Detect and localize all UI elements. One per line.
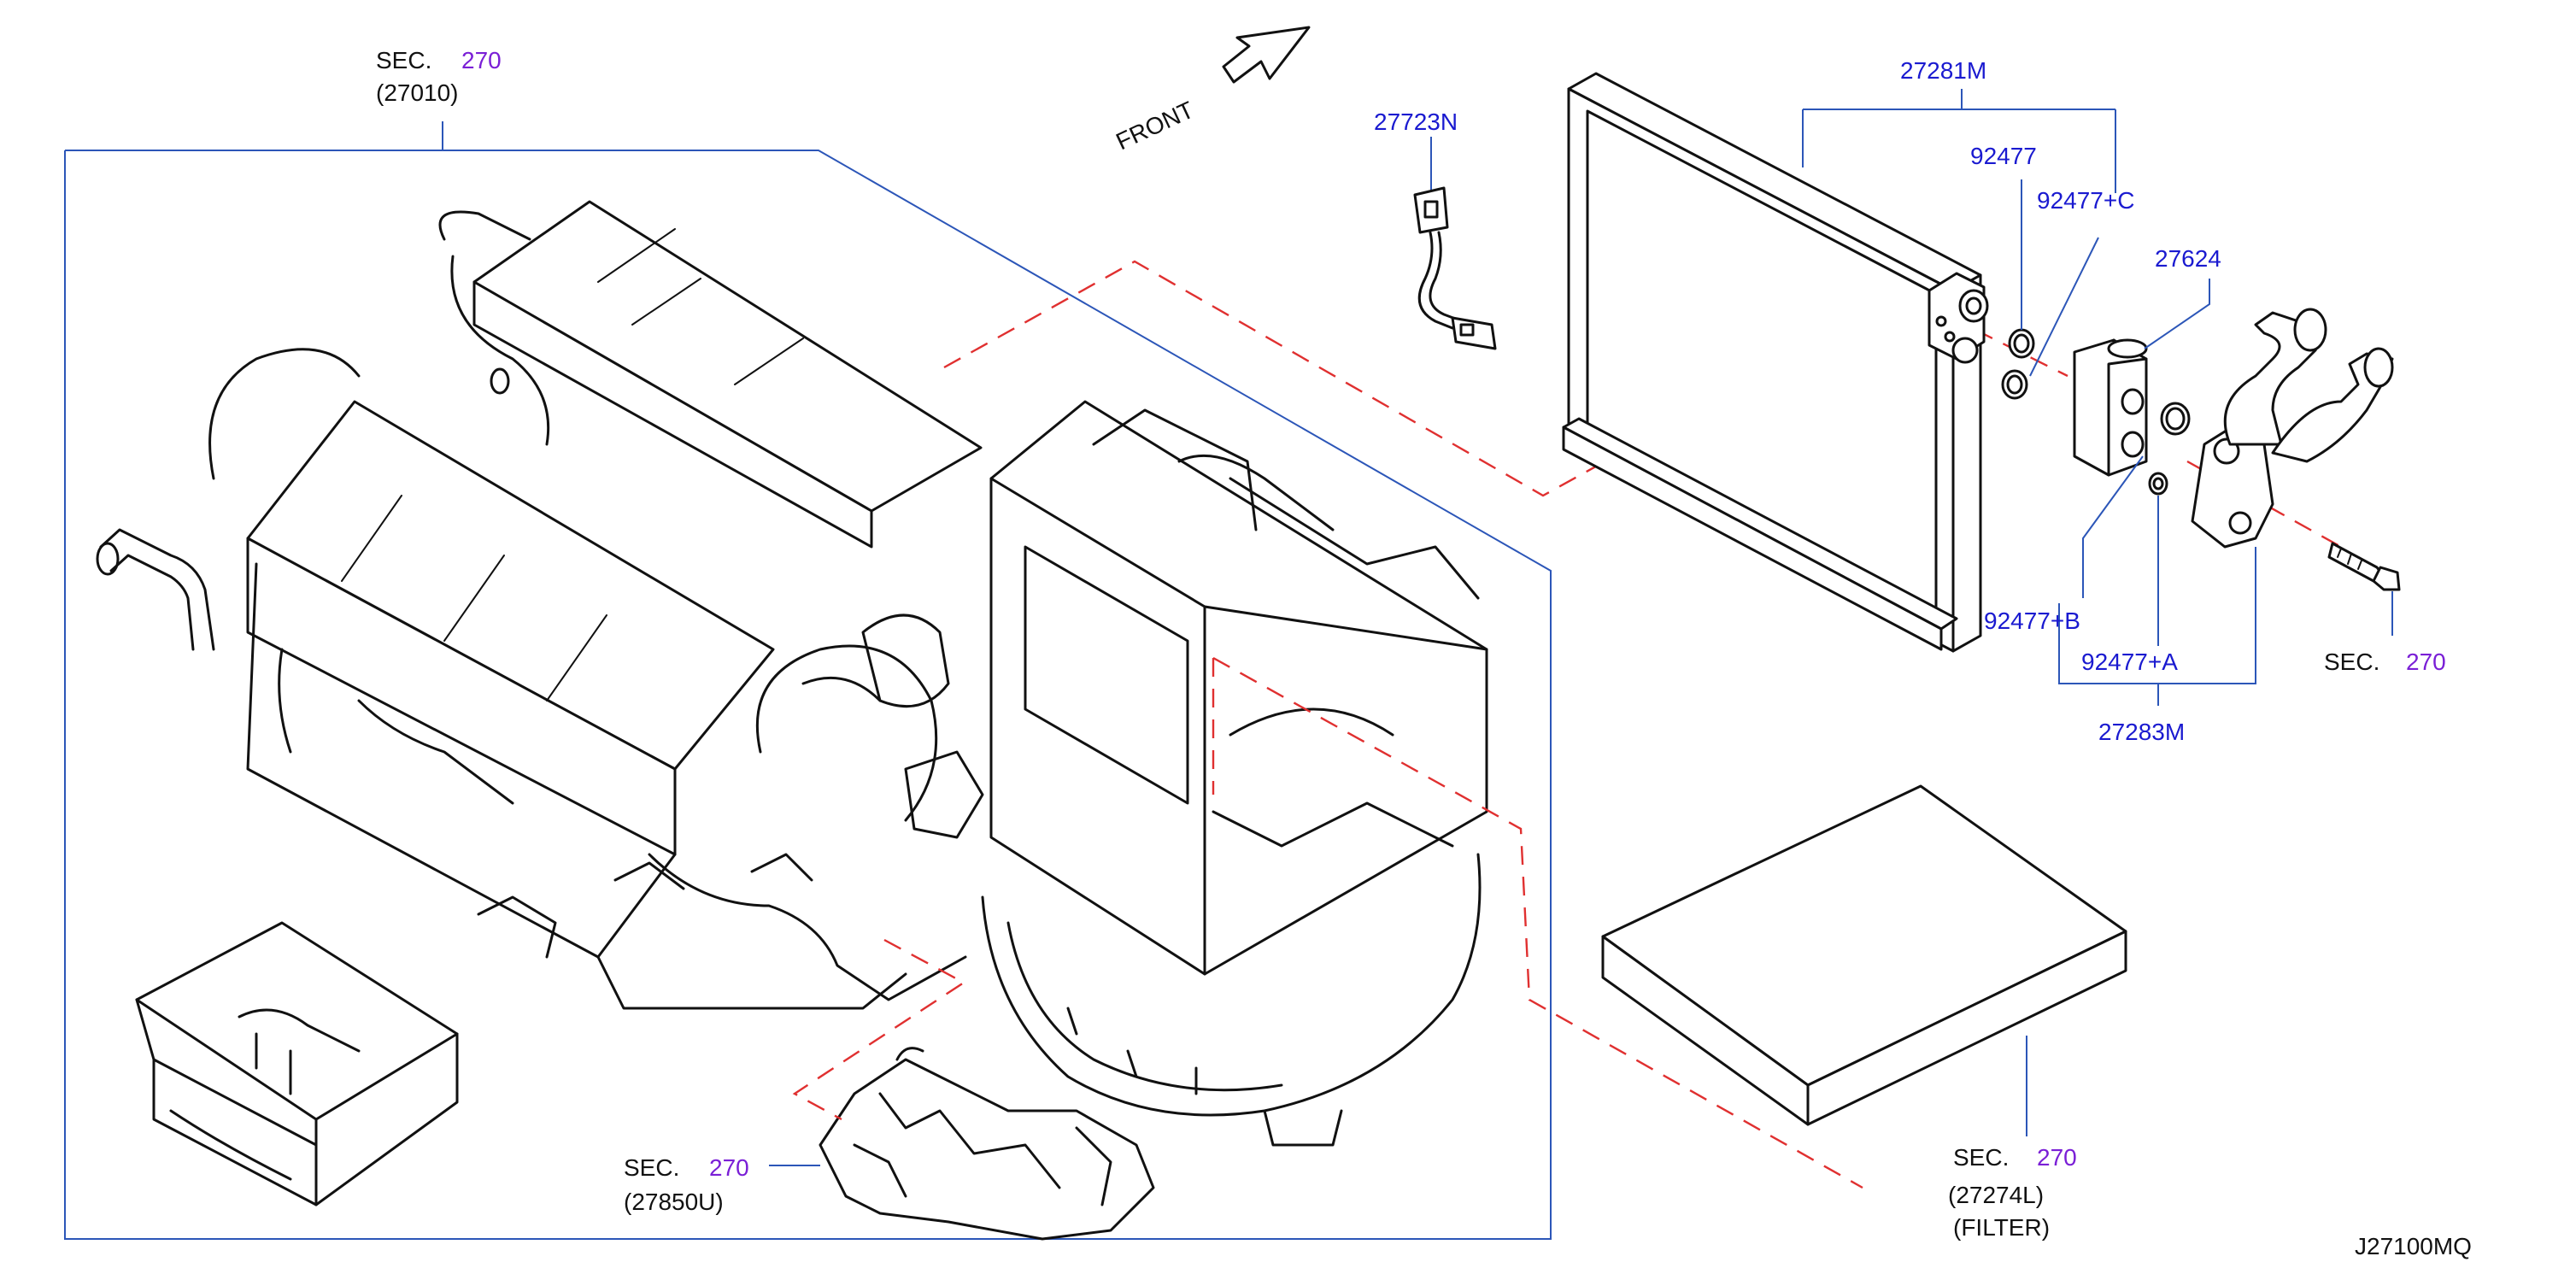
- sensor-27723N: [1413, 137, 1497, 350]
- diagram-code: J27100MQ: [2355, 1233, 2472, 1259]
- pipe-assembly: [2058, 308, 2394, 706]
- heater-unit-boundary: [64, 121, 1552, 1240]
- bolt: [2327, 542, 2401, 636]
- sec-prefix: SEC.: [1953, 1144, 2009, 1171]
- sec-prefix: SEC.: [624, 1154, 679, 1181]
- o-ring-92477-A: [2148, 472, 2168, 646]
- o-ring-92477-C: [2001, 237, 2099, 400]
- part-number-92477-B: 92477+B: [1984, 608, 2080, 634]
- front-label: FRONT: [1112, 97, 1198, 156]
- expansion-valve: [2073, 279, 2210, 598]
- part-number-92477-C: 92477+C: [2037, 187, 2134, 214]
- sec-code: (27850U): [624, 1189, 724, 1215]
- sec-number: 270: [2406, 649, 2446, 675]
- evaporator-core: [1562, 72, 2116, 653]
- sec-prefix: SEC.: [376, 47, 431, 73]
- label-sec-270-bolt: SEC. 270: [2324, 649, 2446, 675]
- cabin-air-filter: [1601, 784, 2127, 1136]
- label-sec-270-27274L: SEC. 270 (27274L) (FILTER): [1948, 1144, 2077, 1241]
- sec-number: 270: [461, 47, 502, 73]
- sec-number: 270: [2037, 1144, 2077, 1171]
- front-arrow: [1222, 26, 1311, 84]
- filter-note: (FILTER): [1953, 1214, 2050, 1241]
- part-number-92477: 92477: [1970, 143, 2037, 169]
- sec-code: (27010): [376, 79, 459, 106]
- part-number-27624: 27624: [2155, 245, 2221, 272]
- heater-unit-assembly: [96, 200, 1488, 1206]
- part-number-27281M: 27281M: [1900, 57, 1986, 84]
- sec-prefix: SEC.: [2324, 649, 2379, 675]
- o-ring-92477: [2008, 179, 2035, 359]
- label-sec-270-27850U: SEC. 270 (27850U): [624, 1154, 749, 1215]
- label-sec-270-27010: SEC. 270 (27010): [376, 47, 502, 106]
- blower-motor-part: [769, 1047, 1155, 1241]
- part-number-27283M: 27283M: [2098, 719, 2185, 745]
- part-number-27723N: 27723N: [1374, 109, 1458, 135]
- sec-number: 270: [709, 1154, 749, 1181]
- sec-code: (27274L): [1948, 1182, 2044, 1208]
- part-number-92477-A: 92477+A: [2081, 649, 2178, 675]
